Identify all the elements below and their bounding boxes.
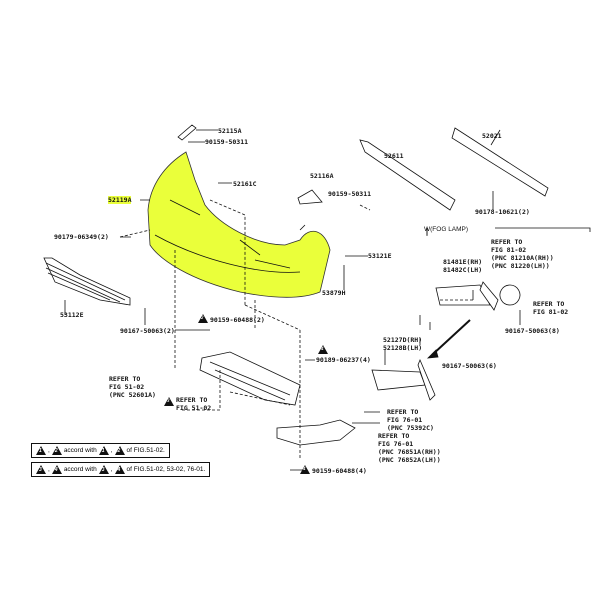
label-90179-06349: 90179-06349(2) [54,233,109,241]
warning-triangle-icon: 1 [36,446,46,455]
ref-line: (PNC 52601A) [109,391,156,399]
ref-line: FIG 81-02 [491,246,527,254]
triangle-number: 3 [39,467,42,473]
ref-line: FIG 81-02 [533,308,569,316]
note-box-2: 3, 4 accord with 3, 4 of FIG.51-02, 53-0… [31,462,211,477]
front-bumper-cover [147,151,331,298]
reinforcement-52021 [451,127,549,197]
triangle-number: 1 [101,448,105,454]
warning-triangle-icon: 4 [318,345,328,354]
warning-triangle-icon: 4 [300,465,310,474]
ref-line: REFER TO [533,300,565,308]
label-52115A: 52115A [218,127,242,135]
label-90178-10621: 90178-10621(2) [475,208,530,216]
ref-line: REFER TO [109,375,141,383]
note-ref: of FIG.51-02. [126,447,165,454]
label-52128B: 52128B(LH) [383,344,423,352]
triangle-number: 3 [101,467,105,473]
label-fog-lamp: W(FOG LAMP) [424,226,469,233]
warning-triangle-icon: 2 [114,446,125,455]
label-52116A: 52116A [310,172,334,180]
warning-triangle-icon: 3 [98,465,109,474]
ref-fig-76-01-b: REFER TO FIG 76-01 (PNC 76851A(RH)) (PNC… [378,432,441,464]
label-53879H: 53879H [322,289,346,297]
note-ref: of FIG.51-02, 53-02, 76-01. [126,466,206,473]
note-box-1: 1, 2 accord with 1, 2 of FIG.51-02. [31,443,170,458]
warning-triangle-icon: 2 [51,446,62,455]
ref-line: REFER TO [378,432,410,440]
ref-line: (PNC 81220(LH)) [491,262,550,270]
ref-fig-81-02: REFER TO FIG 81-02 [533,300,568,316]
bracket-52116A [297,189,323,205]
label-52119A: 52119A [108,196,132,204]
ref-line: REFER TO [176,396,208,404]
warning-triangle-icon: 3 [164,397,174,406]
bracket-52115A [177,124,197,141]
triangle-number: 4 [303,467,306,472]
energy-absorber-52611 [359,139,456,211]
label-90167-50063-2: 90167-50063(2) [120,327,175,335]
label-81481E-81482C: 81481E(RH) 81482C(LH) [443,258,482,274]
label-53121E: 53121E [368,252,392,260]
label-52127D: 52127D(RH) [383,336,423,344]
ref-line: FIG 76-01 [378,440,414,448]
ref-line: (PNC 76851A(RH)) [378,448,441,456]
ref-line: REFER TO [491,238,523,246]
ref-fig-81-02-lamp: REFER TO FIG 81-02 (PNC 81210A(RH)) (PNC… [491,238,554,270]
lower-grille-53112E [43,257,131,306]
label-53112E: 53112E [60,311,84,319]
label-52611: 52611 [384,152,404,160]
ref-line: FIG 51-02 [176,404,212,412]
triangle-number: 2 [54,448,58,454]
ref-line: FIG 76-01 [387,416,423,424]
warning-triangle-icon: 3 [36,465,46,474]
triangle-number: 1 [39,448,42,454]
triangle-number: 3 [167,399,170,404]
triangle-number: 4 [54,467,58,473]
ref-line: REFER TO [387,408,419,416]
note-text: accord with [63,447,97,454]
ref-line: FIG 51-02 [109,383,145,391]
ref-fig-76-01-a: REFER TO FIG 76-01 (PNC 75392C) [387,408,434,432]
label-90189-06237: 90189-06237(4) [316,356,371,364]
label-90159-60488-4: 90159-60488(4) [312,467,367,475]
ref-line: (PNC 76852A(LH)) [378,456,441,464]
label-81481E: 81481E(RH) [443,258,483,266]
label-81482C: 81482C(LH) [443,266,483,274]
label-52161C: 52161C [233,180,257,188]
ref-fig-51-02: REFER TO FIG 51-02 [176,396,211,412]
warning-triangle-icon: 4 [114,465,125,474]
label-52127D-52128B: 52127D(RH) 52128B(LH) [383,336,422,352]
ref-line: (PNC 81210A(RH)) [491,254,554,262]
label-90167-50063-8: 90167-50063(8) [505,327,560,335]
grille-52127D [371,369,426,391]
label-90167-50063-6: 90167-50063(6) [442,362,497,370]
warning-triangle-icon: 1 [98,446,109,455]
note-text: accord with [63,466,97,473]
triangle-number: 2 [201,316,204,321]
lower-spoiler [276,419,356,446]
triangle-number: 2 [117,448,121,454]
label-90159-50311-b: 90159-50311 [328,190,372,198]
ref-line: (PNC 75392C) [387,424,434,432]
fog-lamp [499,284,521,306]
triangle-number: 4 [321,347,324,352]
fog-grille-81481E [435,284,491,306]
warning-triangle-icon: 4 [51,465,62,474]
warning-triangle-icon: 2 [198,314,208,323]
ref-fig-51-02-undercover: REFER TO FIG 51-02 (PNC 52601A) [109,375,156,399]
label-90159-50311: 90159-50311 [205,138,249,146]
label-90159-60488-2: 90159-60488(2) [210,316,265,324]
triangle-number: 4 [117,467,121,473]
label-52021: 52021 [482,132,502,140]
